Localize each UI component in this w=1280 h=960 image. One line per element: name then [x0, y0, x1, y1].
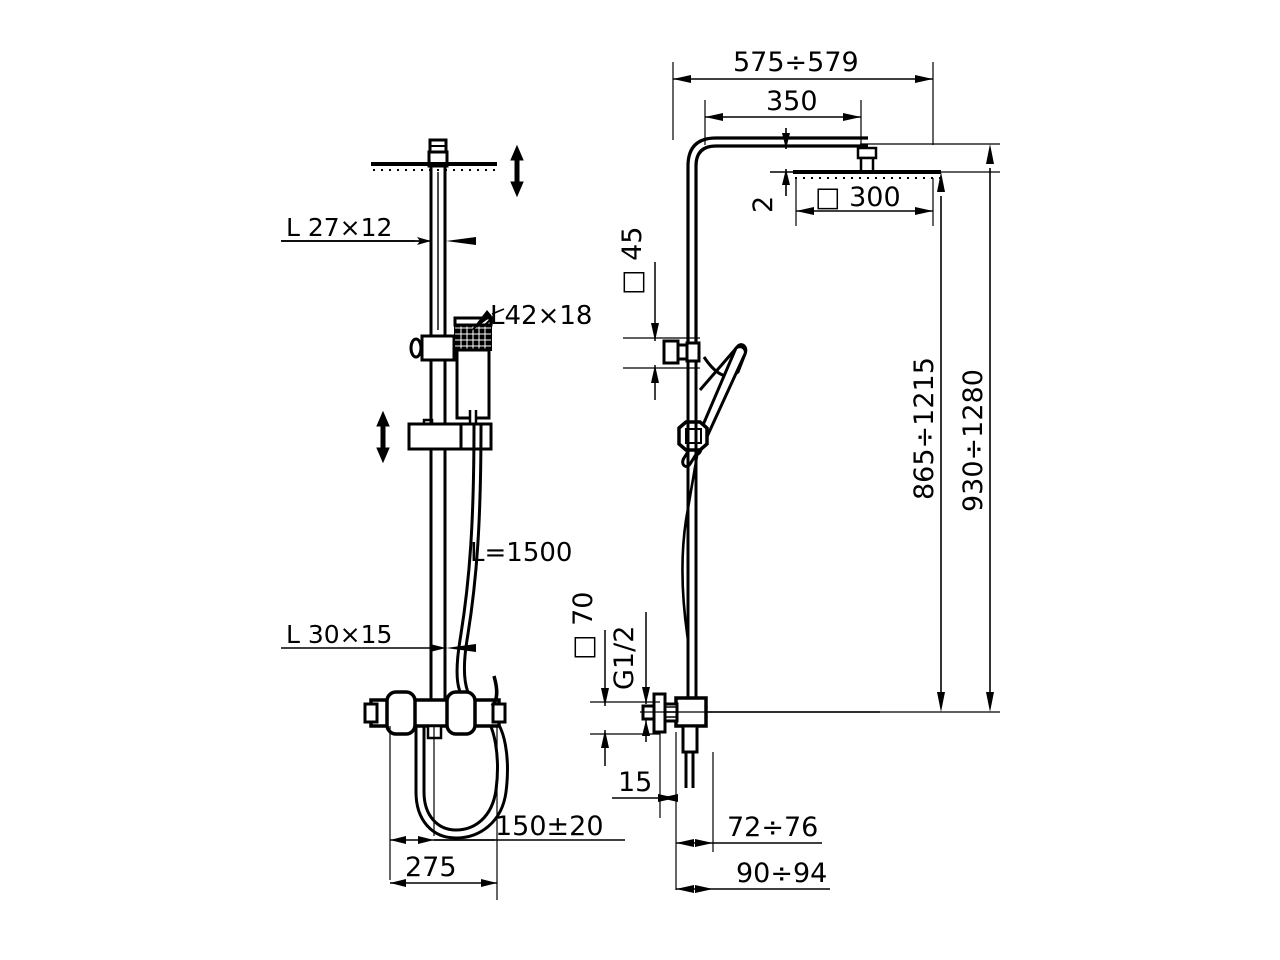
label-head-thickness: 2: [748, 196, 779, 213]
side-dim-head-thickness: 2: [748, 128, 805, 213]
label-depth-90: 90÷94: [736, 858, 827, 889]
label-lower-rail: L 30×15: [281, 620, 476, 652]
front-shower-head: [371, 138, 497, 171]
label-hose-length: L=1500: [470, 538, 572, 568]
label-head-rail: L 27×12: [281, 213, 476, 245]
label-head-rail-text: L 27×12: [286, 213, 392, 242]
side-head-connector: [856, 146, 878, 174]
front-bottom-dims: 150±20 275: [389, 726, 625, 900]
front-mixer-body: [363, 675, 507, 740]
label-height-865: 865÷1215: [909, 357, 940, 500]
side-shower-head: [793, 170, 941, 179]
side-dim-arm-reach: 350: [704, 86, 862, 152]
label-inlet-70: □ 70: [568, 592, 599, 660]
label-overall-reach: 575÷579: [733, 47, 859, 78]
front-view: L 27×12 L42×18: [281, 138, 625, 900]
label-projection-150: 150±20: [495, 811, 604, 842]
side-dim-inlet-70: □ 70: [568, 592, 660, 766]
label-height-930: 930÷1280: [958, 369, 989, 512]
label-arm-reach: 350: [766, 86, 818, 117]
side-dim-depth-72: 72÷76: [676, 752, 822, 852]
slider-adjust-arrow-icon: [376, 410, 390, 464]
side-dim-head-size: □ 300: [795, 178, 934, 226]
label-depth-15: 15: [618, 767, 652, 798]
front-hand-shower: [453, 316, 493, 430]
side-mixer-valve: [641, 692, 880, 788]
label-width-275: 275: [405, 852, 457, 883]
hand-shower-holder: [409, 334, 456, 362]
side-dim-depth-15: 15: [612, 732, 678, 890]
label-bracket-45: □ 45: [617, 227, 648, 295]
side-slider-clamp: [677, 420, 709, 452]
side-dim-bracket-45: □ 45: [617, 227, 700, 400]
front-slider-bracket: [407, 418, 493, 451]
label-hand-shower: L42×18: [470, 301, 592, 332]
side-riser-bar: [686, 360, 698, 702]
label-hand-shower-text: L42×18: [490, 301, 592, 331]
side-shower-arm: [686, 136, 868, 360]
head-adjust-arrow-icon: [510, 144, 524, 198]
side-dim-overall-reach: 575÷579: [672, 47, 934, 145]
label-lower-rail-text: L 30×15: [286, 620, 392, 649]
side-dim-thread: G1/2: [609, 612, 650, 742]
label-depth-72: 72÷76: [727, 812, 818, 843]
label-thread: G1/2: [609, 626, 640, 690]
side-wall-bracket: [662, 339, 701, 365]
label-head-size: □ 300: [815, 182, 901, 213]
side-view: 575÷579 350: [568, 47, 1000, 893]
side-dim-depth-90: 90÷94: [676, 858, 830, 893]
side-dim-heights: 865÷1215 930÷1280: [640, 143, 1000, 713]
